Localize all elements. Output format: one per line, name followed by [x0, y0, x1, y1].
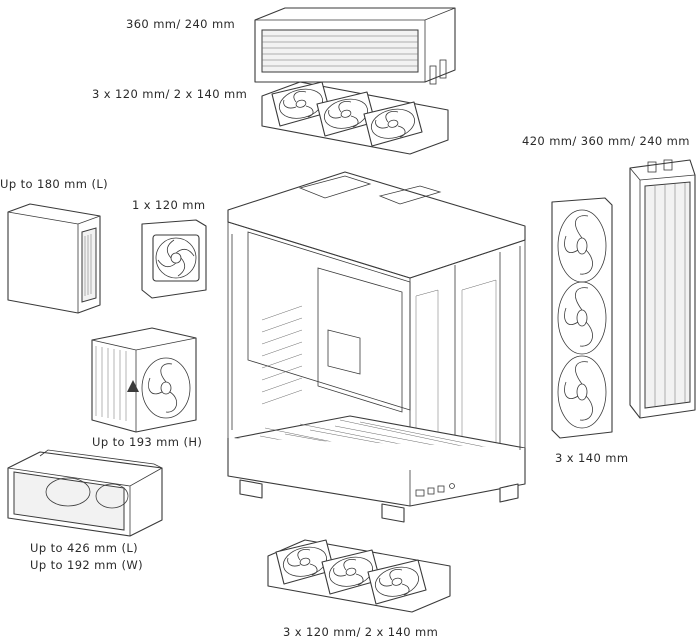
psu-label: Up to 180 mm (L) — [0, 177, 109, 191]
rear-fan-label: 1 x 120 mm — [132, 198, 206, 212]
psu — [7, 203, 101, 314]
top-radiator — [254, 7, 456, 85]
top-radiator-label: 360 mm/ 240 mm — [126, 17, 236, 31]
gpu — [7, 449, 163, 537]
side-fans — [551, 197, 613, 439]
cpu-cooler — [91, 327, 197, 433]
cpu-cooler-label: Up to 193 mm (H) — [92, 435, 203, 449]
side-radiator — [629, 159, 696, 419]
top-fans-label: 3 x 120 mm/ 2 x 140 mm — [92, 87, 248, 101]
bottom-fans-label: 3 x 120 mm/ 2 x 140 mm — [283, 625, 439, 639]
rear-fan — [141, 219, 207, 299]
side-radiator-label: 420 mm/ 360 mm/ 240 mm — [522, 134, 690, 148]
gpu-width-label: Up to 192 mm (W) — [30, 558, 143, 572]
side-fans-label: 3 x 140 mm — [555, 451, 629, 465]
top-fans — [261, 81, 449, 155]
bottom-fans — [267, 539, 451, 613]
main-chassis — [227, 171, 526, 523]
gpu-length-label: Up to 426 mm (L) — [30, 541, 139, 555]
